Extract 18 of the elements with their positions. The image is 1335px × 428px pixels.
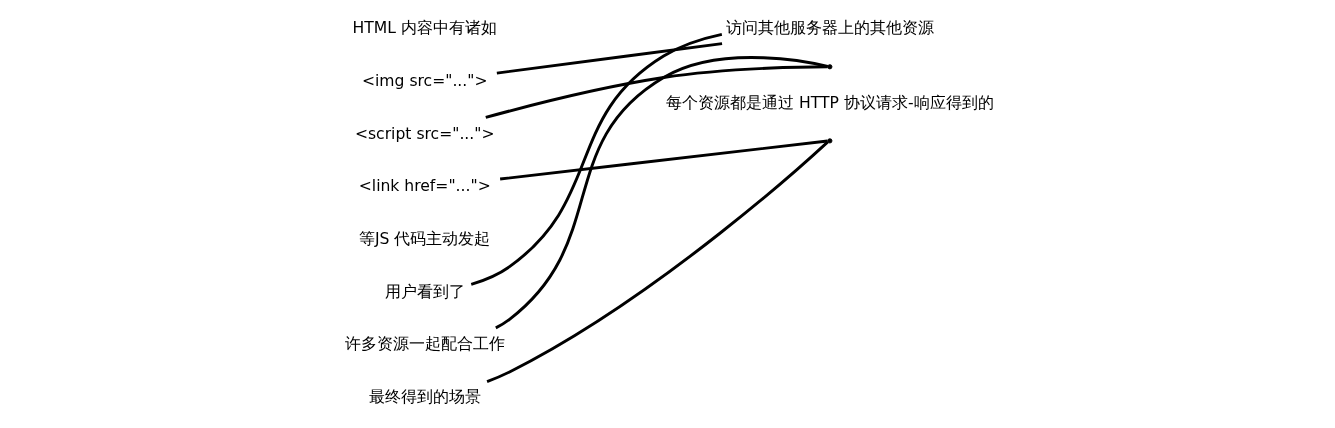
node-point (826, 138, 832, 144)
node-text: <img src="..."> (361, 72, 488, 91)
node-text: <link href="..."> (358, 177, 491, 196)
node-text: HTML 内容中有诸如 (352, 19, 497, 38)
node-text: 许多资源一起配合工作 (344, 335, 505, 354)
connector (494, 56, 828, 330)
node-text: 用户看到了 (384, 282, 465, 301)
node-text: 最终得到的场景 (368, 387, 481, 406)
node-point (826, 64, 832, 70)
connector (496, 42, 722, 75)
connector (470, 32, 722, 286)
node-text: 等JS 代码主动发起 (358, 230, 490, 249)
connector (499, 139, 828, 181)
connector (484, 65, 828, 119)
connector (486, 140, 829, 383)
node-text: 访问其他服务器上的其他资源 (725, 19, 934, 38)
label: 每个资源都是通过 HTTP 协议请求-响应得到的 (665, 93, 994, 112)
node-text: <script src="..."> (354, 124, 495, 143)
